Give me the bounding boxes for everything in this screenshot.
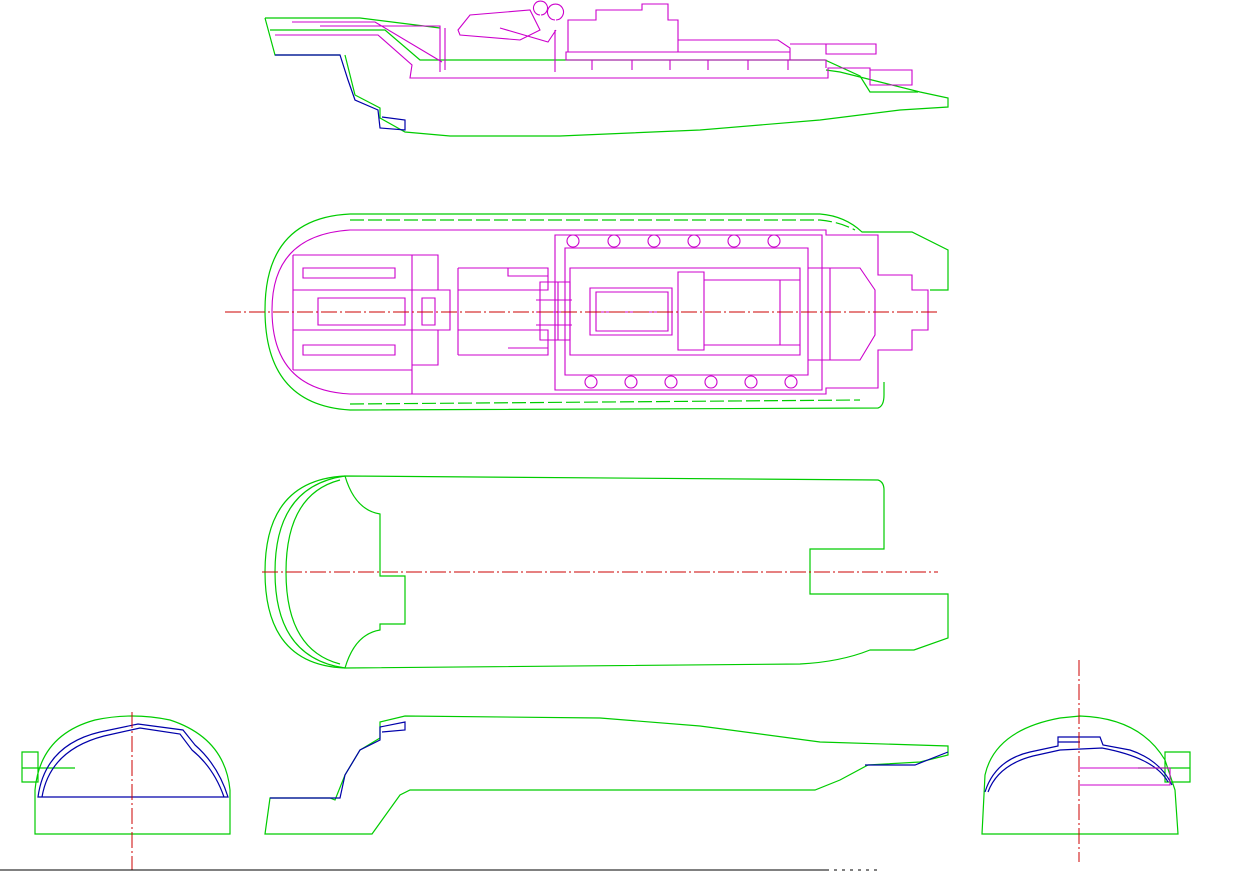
top-winch-drums [536, 281, 572, 341]
rear-section-deck [1080, 767, 1171, 786]
top-bollard-row-lower [584, 375, 798, 389]
hull-profile-view [264, 715, 949, 835]
hull-plan-view [262, 475, 949, 669]
front-section-view [21, 712, 231, 870]
rear-section-hull [981, 715, 1191, 835]
front-section-frame [37, 723, 229, 798]
top-hull-outline [264, 213, 949, 411]
hull-profile-outline [264, 715, 949, 835]
top-bollard-row-upper [566, 234, 781, 248]
top-plan-view [225, 213, 949, 411]
side-deck-superstructure [275, 0, 913, 86]
side-elevation-view [264, 0, 949, 137]
rear-section-view [981, 660, 1191, 862]
side-bow-frame [275, 54, 406, 131]
top-engine-room [554, 234, 876, 391]
top-deck-outline [271, 229, 929, 395]
hull-profile-frame [270, 721, 949, 799]
side-hull-outline [264, 17, 949, 137]
front-section-hull [21, 715, 231, 835]
side-deck-bollards [591, 60, 789, 70]
